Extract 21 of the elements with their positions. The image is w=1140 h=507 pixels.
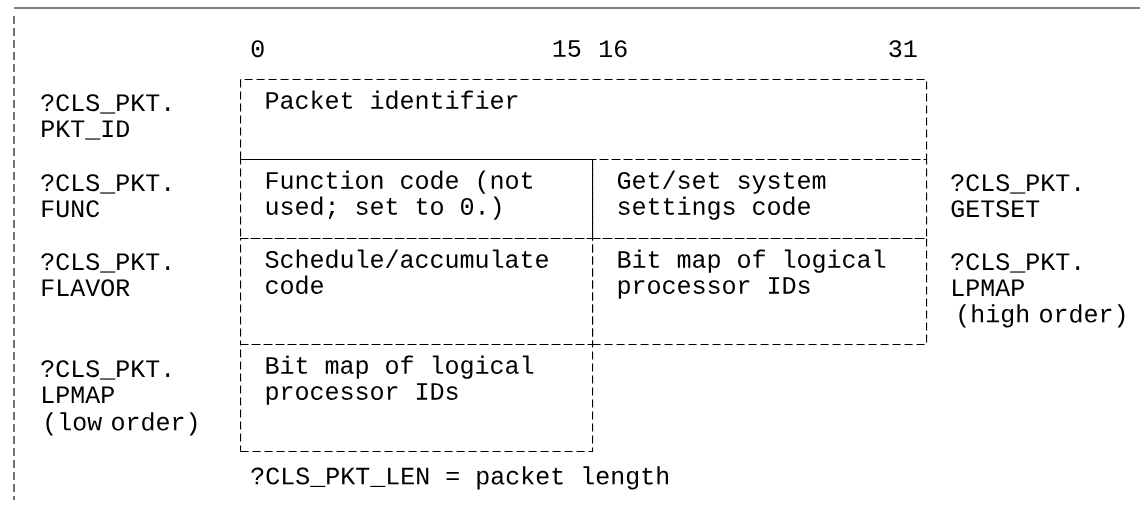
- field-name: ?CLS_PKT. FUNC: [41, 174, 170, 218]
- field-name: ?CLS_PKT. GETSET: [951, 174, 1080, 218]
- field-box: [240, 159, 594, 240]
- field-text: Function code (not used; set to 0.): [266, 170, 532, 220]
- field-box: [240, 344, 594, 453]
- field-box: [240, 79, 928, 161]
- field-text: Get/set system settings code: [617, 170, 826, 220]
- field-name: (low order): [46, 412, 197, 436]
- field-name: (high order): [959, 304, 1125, 328]
- field-box: [592, 238, 928, 346]
- field-text: Bit map of logical processor IDs: [618, 249, 886, 299]
- field-name: ?CLS_PKT. LPMAP: [951, 253, 1080, 296]
- field-text: Bit map of logical processor IDs: [266, 355, 534, 405]
- field-box: [240, 238, 594, 346]
- field-name: ?CLS_PKT. LPMAP: [41, 360, 170, 403]
- field-name: ?CLS_PKT. PKT_ID: [41, 94, 170, 140]
- field-box: [592, 159, 928, 240]
- field-text: Packet identifier: [266, 90, 518, 109]
- field-name: ?CLS_PKT. FLAVOR: [41, 253, 170, 297]
- bit-number: 15: [553, 40, 581, 57]
- field-text: Schedule/accumulate code: [265, 249, 548, 294]
